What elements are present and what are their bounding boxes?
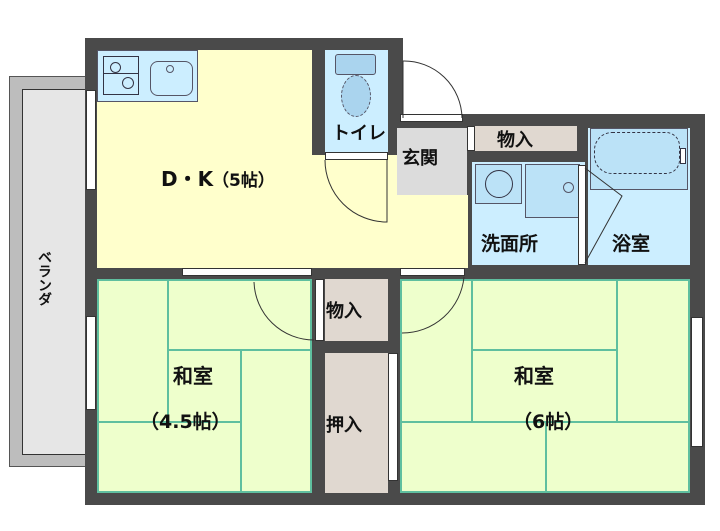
dk-window[interactable] [86,90,96,190]
washitsu-small-door[interactable] [182,268,312,276]
bathroom-label: 浴室 [612,233,651,255]
washitsu-small-label: 和室 [173,364,213,388]
burner-icon [122,77,134,89]
stove-icon [103,56,139,95]
oshiire [325,353,388,493]
storage-mid-label: 物入 [326,301,362,322]
toilet-bowl-icon [341,75,371,117]
bathtub-basin [594,132,680,174]
stove-divider [103,73,139,74]
storage-top-door[interactable] [467,126,475,151]
washroom-label: 洗面所 [481,233,539,255]
dk-label: D・K [161,167,214,191]
storage-top-label: 物入 [497,130,533,151]
bathroom-door[interactable] [578,165,586,265]
veranda-inner [22,89,87,455]
entrance-door[interactable] [400,114,463,122]
oshiire-label: 押入 [326,415,362,436]
sink-drain-icon [166,65,174,73]
washitsu-large-door[interactable] [400,268,465,276]
washitsu-small-size: （4.5帖） [140,411,231,433]
washitsu-small [97,279,312,493]
storage-mid [325,279,388,341]
veranda-label: ベランダ [36,250,52,306]
tatami-mat [545,421,690,493]
dk-size: （5帖） [212,171,275,191]
toilet-door[interactable] [325,152,388,160]
faucet-icon [680,148,686,164]
washitsu-large-size: （6帖） [513,411,584,433]
washitsu-small-window[interactable] [86,316,96,410]
washitsu-large-window[interactable] [691,317,703,447]
toilet-label: トイレ [332,123,386,144]
drain-icon [563,182,574,193]
genkan-label: 玄関 [402,148,438,169]
wash-basin-icon [485,170,513,198]
washitsu-large-label: 和室 [514,364,554,388]
sink-icon [150,61,193,96]
kitchen-counter [97,50,198,102]
toilet-tank-icon [335,54,376,75]
storage-mid-door[interactable] [315,279,324,341]
storage-top [475,126,577,151]
burner-icon [110,62,121,73]
dk-room-ext2 [398,195,468,268]
genkan [397,128,467,195]
tatami-mat [97,421,242,493]
oshiire-door[interactable] [388,353,398,481]
